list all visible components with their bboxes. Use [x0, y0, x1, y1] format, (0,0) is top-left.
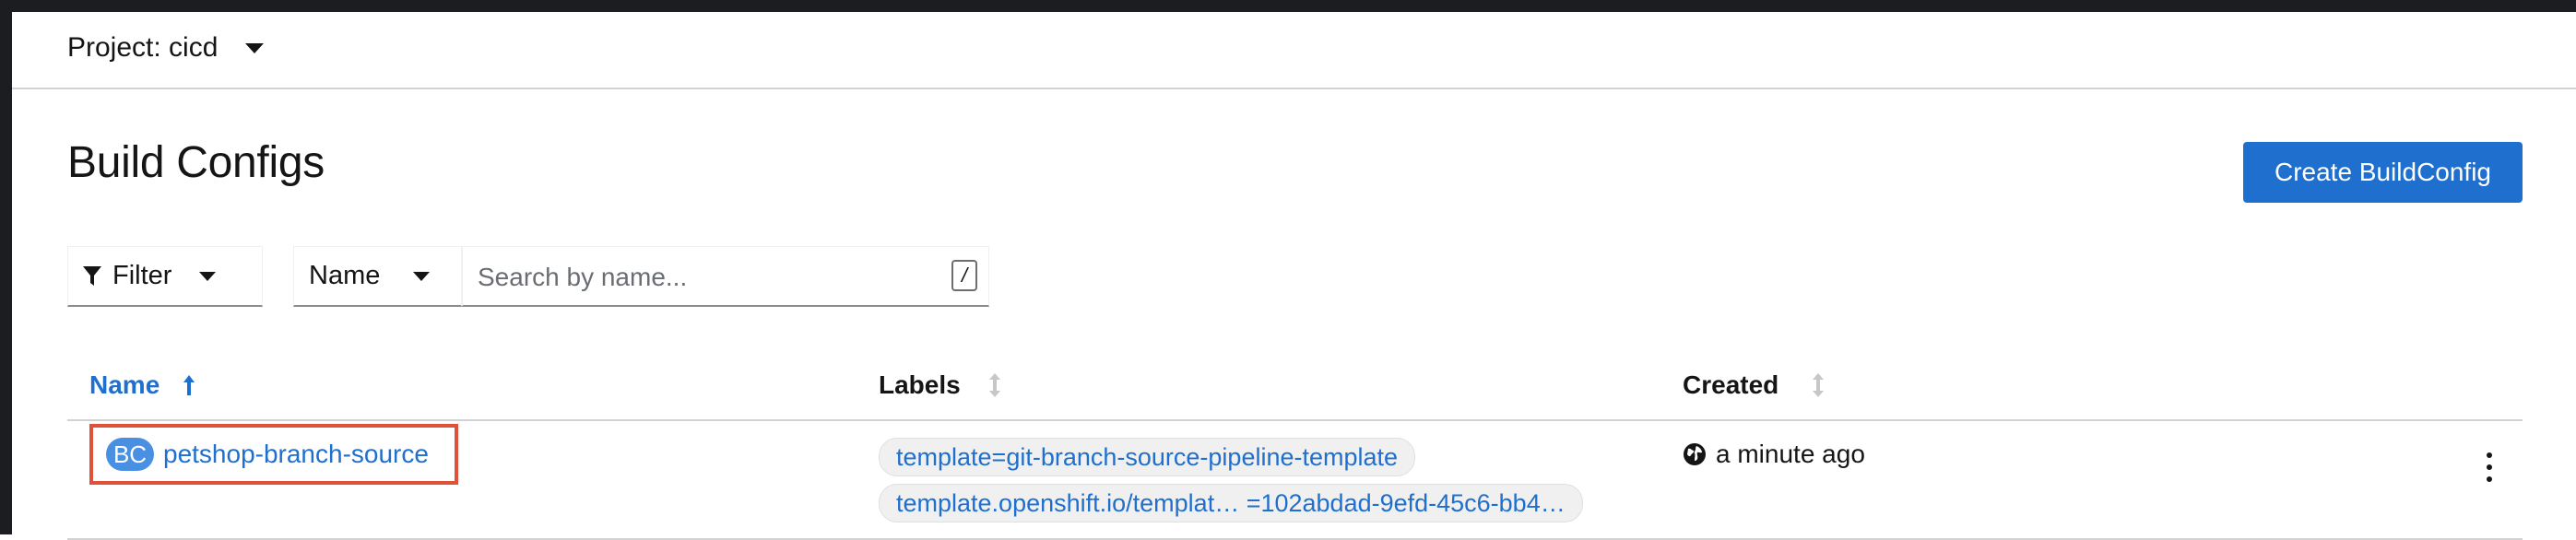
chevron-down-icon — [199, 271, 217, 281]
create-buildconfig-button[interactable]: Create BuildConfig — [2243, 142, 2523, 203]
filter-icon — [83, 265, 101, 286]
arrow-up-icon — [183, 375, 195, 395]
label-chip[interactable]: template=git-branch-source-pipeline-temp… — [879, 438, 1416, 476]
nav-edge — [0, 0, 12, 534]
project-selector[interactable]: Project: cicd — [67, 32, 265, 64]
kebab-icon[interactable] — [2480, 449, 2499, 486]
resource-badge: BC — [106, 438, 154, 471]
buildconfig-link[interactable]: petshop-branch-source — [163, 440, 429, 468]
filter-label: Filter — [112, 261, 172, 290]
filter-type-select[interactable]: Name — [293, 246, 462, 307]
column-header-labels-label: Labels — [879, 370, 961, 399]
highlight-annotation — [89, 424, 458, 485]
column-header-name[interactable]: Name — [89, 370, 196, 400]
sort-icon — [1813, 373, 1825, 397]
filter-type-label: Name — [309, 261, 381, 290]
column-header-created-label: Created — [1683, 370, 1779, 399]
globe-icon — [1684, 443, 1706, 465]
chevron-down-icon — [413, 271, 431, 281]
sort-icon — [988, 373, 1000, 397]
label-chip[interactable]: template.openshift.io/templat… =102abdad… — [879, 484, 1583, 522]
caret-down-icon — [245, 42, 265, 53]
column-header-created[interactable]: Created — [1683, 370, 1825, 400]
masthead-edge — [0, 0, 2576, 12]
table-header: Name Labels Created — [67, 348, 2523, 421]
page-title: Build Configs — [67, 138, 325, 187]
labels-cell: template=git-branch-source-pipeline-temp… — [879, 438, 1583, 530]
column-header-labels[interactable]: Labels — [879, 370, 1001, 400]
project-selector-label: Project: cicd — [67, 32, 219, 63]
keyboard-shortcut-hint: / — [951, 260, 977, 291]
created-time: a minute ago — [1716, 440, 1865, 468]
search-input[interactable] — [476, 254, 922, 300]
buildconfigs-table: Name Labels Created BC — [67, 348, 2523, 540]
column-header-name-label: Name — [89, 370, 160, 399]
name-cell: BC petshop-branch-source — [89, 438, 429, 471]
created-cell: a minute ago — [1683, 440, 1865, 469]
app-content: Project: cicd Build Configs Create Build… — [12, 12, 2576, 540]
table-row: BC petshop-branch-source template=git-br… — [67, 421, 2523, 540]
filter-dropdown[interactable]: Filter — [67, 246, 263, 307]
search-box: / — [462, 246, 989, 307]
project-bar: Project: cicd — [12, 12, 2576, 89]
